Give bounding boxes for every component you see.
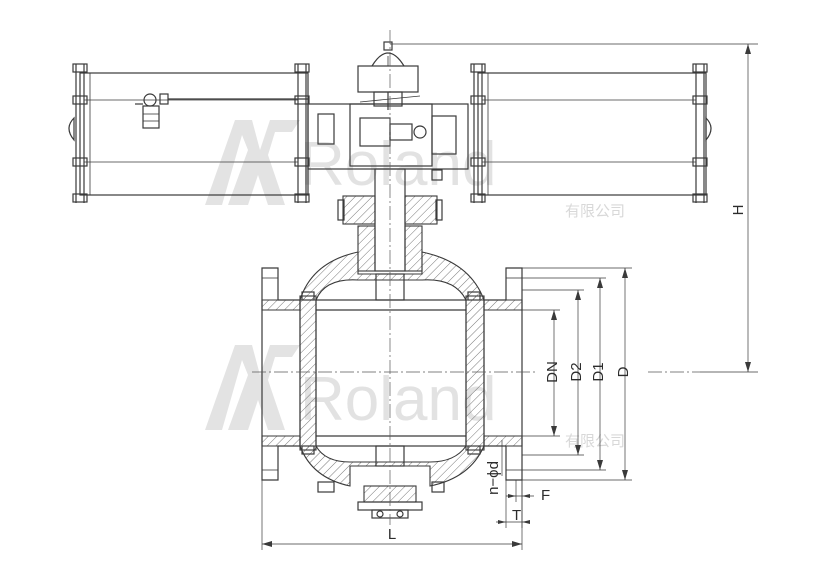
- dimension-F: F: [506, 480, 550, 504]
- callout-holes: n−ϕd: [485, 440, 503, 495]
- dimension-DN: DN: [522, 309, 561, 437]
- label-D: D: [615, 366, 632, 377]
- watermark-company-bottom: 有限公司: [565, 433, 625, 450]
- left-cylinder: [68, 63, 310, 203]
- label-F: F: [541, 487, 550, 504]
- watermark-logo-bottom: [205, 345, 300, 430]
- dimension-H: H: [390, 43, 758, 373]
- limit-switch-box: [357, 41, 421, 110]
- solenoid-filter-unit: [135, 93, 308, 129]
- body-upper-shell: [299, 251, 485, 301]
- label-L: L: [388, 526, 396, 543]
- dimension-T: T: [496, 480, 530, 528]
- label-DN: DN: [544, 361, 561, 383]
- label-D2: D2: [568, 362, 585, 381]
- watermark-bottom: Roland 有限公司: [205, 345, 625, 450]
- label-H: H: [730, 205, 747, 216]
- watermark-top: Roland 有限公司: [205, 120, 625, 220]
- watermark-company-top: 有限公司: [565, 203, 625, 220]
- watermark-brand-bottom: Roland: [300, 365, 496, 434]
- center-lines: [252, 30, 700, 525]
- label-D1: D1: [590, 362, 607, 381]
- dimension-D1: D1: [522, 277, 607, 471]
- label-T: T: [512, 507, 521, 524]
- dimension-D: D: [522, 267, 632, 481]
- label-holes: n−ϕd: [485, 461, 502, 495]
- right-cylinder: [470, 63, 712, 203]
- dimension-D2: D2: [522, 289, 585, 456]
- watermark-logo-top: [205, 120, 300, 205]
- watermark-brand-top: Roland: [300, 130, 496, 199]
- pneumatic-actuator: [68, 41, 712, 203]
